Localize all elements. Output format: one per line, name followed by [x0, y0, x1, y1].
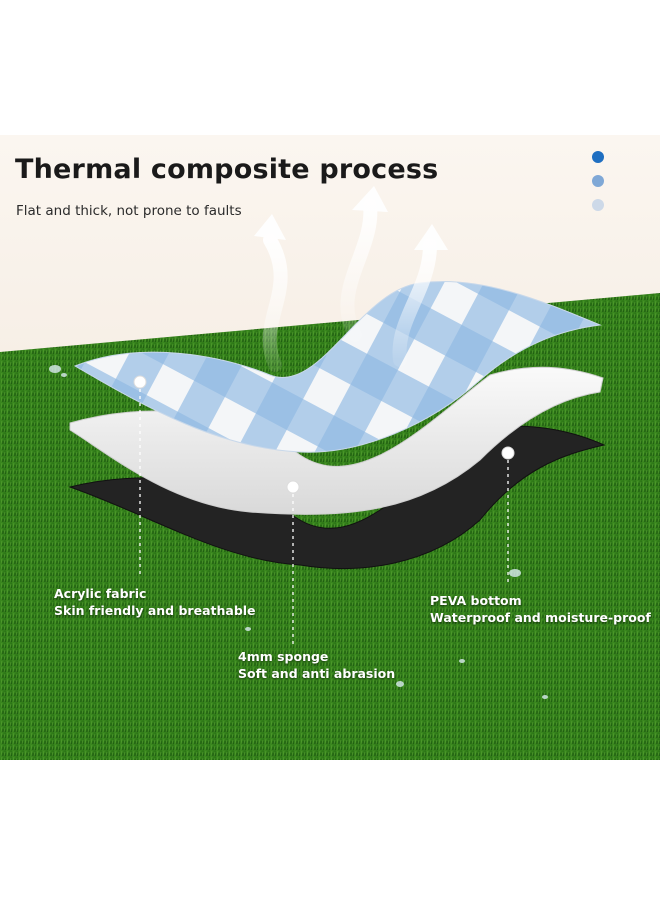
acrylic-description: Skin friendly and breathable: [54, 603, 256, 618]
slide-indicator: [592, 151, 608, 223]
peva-callout: PEVA bottom Waterproof and moisture-proo…: [430, 592, 651, 626]
sponge-callout: 4mm sponge Soft and anti abrasion: [238, 648, 395, 682]
sponge-description: Soft and anti abrasion: [238, 666, 396, 681]
indicator-dot: [592, 151, 604, 163]
acrylic-name: Acrylic fabric: [54, 586, 147, 601]
peva-description: Waterproof and moisture-proof: [430, 610, 651, 625]
sponge-name: 4mm sponge: [238, 649, 329, 664]
steam-arrows: [262, 198, 437, 372]
page-title: Thermal composite process: [15, 154, 439, 185]
acrylic-callout: Acrylic fabric Skin friendly and breatha…: [54, 585, 256, 619]
peva-pointer: [501, 446, 515, 460]
indicator-dot: [592, 175, 604, 187]
page-subtitle: Flat and thick, not prone to faults: [16, 203, 242, 219]
indicator-dot: [592, 199, 604, 211]
acrylic-pointer: [133, 375, 147, 389]
acrylic-layer: [73, 280, 602, 453]
sponge-pointer: [286, 480, 300, 494]
peva-name: PEVA bottom: [430, 593, 522, 608]
